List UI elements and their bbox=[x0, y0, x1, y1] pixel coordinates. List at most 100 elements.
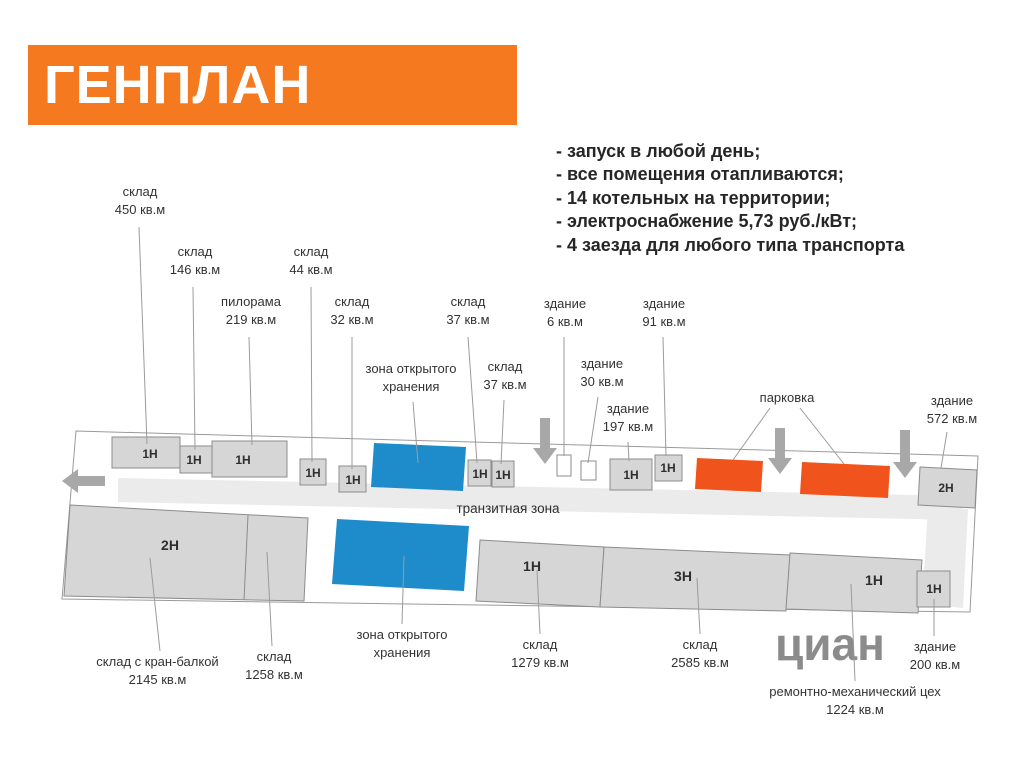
label-name: склад bbox=[256, 649, 292, 664]
building-572 bbox=[917, 466, 978, 509]
label-zdanie-197: здание 197 кв.м bbox=[583, 400, 673, 436]
unit-code: 1Н bbox=[865, 572, 883, 588]
leader-line bbox=[662, 336, 667, 457]
leader-line bbox=[248, 336, 253, 446]
building-sklad-146 bbox=[179, 445, 213, 474]
building-sklad-37b bbox=[491, 460, 515, 488]
leader-line bbox=[850, 583, 856, 682]
leader-line bbox=[266, 551, 273, 647]
unit-code: 1Н bbox=[235, 453, 250, 467]
unit-code: 2Н bbox=[938, 481, 953, 495]
label-area: 6 кв.м bbox=[547, 314, 583, 330]
label-pilorama-219: пилорама 219 кв.м bbox=[203, 293, 299, 329]
label-zdanie-6: здание 6 кв.м bbox=[520, 295, 610, 331]
label-name: склад с кран-балкой bbox=[96, 654, 219, 669]
leader-line bbox=[587, 396, 599, 464]
label-zdanie-30: здание 30 кв.м bbox=[557, 355, 647, 391]
leader-line bbox=[401, 555, 405, 625]
label-sklad-44: склад 44 кв.м bbox=[266, 243, 356, 279]
label-open-storage-bottom: зона открытого хранения bbox=[343, 626, 461, 662]
unit-code: 1Н bbox=[472, 467, 487, 481]
leader-line bbox=[799, 407, 845, 465]
leader-line bbox=[536, 569, 541, 635]
label-name: склад bbox=[177, 244, 213, 259]
label-area: 572 кв.м bbox=[926, 411, 978, 427]
label-area: 450 кв.м bbox=[114, 202, 166, 218]
building-sklad-32 bbox=[338, 465, 367, 493]
unit-code: 1Н bbox=[926, 582, 941, 596]
label-area: 146 кв.м bbox=[169, 262, 221, 278]
parking-area-2 bbox=[800, 462, 890, 498]
transit-zone bbox=[118, 478, 962, 520]
open-storage-zone-top bbox=[371, 443, 466, 491]
features-list: - запуск в любой день; - все помещения о… bbox=[556, 140, 904, 257]
label-sklad-37a: склад 37 кв.м bbox=[423, 293, 513, 329]
label-rmc-1224: ремонтно-механический цех 1224 кв.м bbox=[740, 683, 970, 719]
building-pilorama-219 bbox=[211, 440, 288, 478]
label-sklad-37b: склад 37 кв.м bbox=[460, 358, 550, 394]
building-sklad-2145-1258 bbox=[63, 504, 309, 602]
label-area: 37 кв.м bbox=[446, 312, 490, 328]
label-name: зона открытого bbox=[356, 627, 448, 642]
leader-line bbox=[138, 226, 148, 445]
label-sklad-146: склад 146 кв.м bbox=[150, 243, 240, 279]
leader-line bbox=[192, 286, 196, 451]
label-sklad-32: склад 32 кв.м bbox=[307, 293, 397, 329]
leader-line bbox=[696, 577, 701, 635]
unit-code: 1Н bbox=[623, 468, 638, 482]
page-title: ГЕНПЛАН bbox=[44, 55, 312, 115]
unit-code: 3Н bbox=[674, 568, 692, 584]
label-name: склад bbox=[293, 244, 329, 259]
label-name: склад bbox=[450, 294, 486, 309]
label-sklad-1279: склад 1279 кв.м bbox=[495, 636, 585, 672]
label-name: склад bbox=[522, 637, 558, 652]
label-area: 30 кв.м bbox=[580, 374, 624, 390]
building-sklad-2585 bbox=[599, 546, 791, 612]
parking-area-1 bbox=[695, 458, 763, 492]
label-area: 44 кв.м bbox=[289, 262, 333, 278]
title-banner: ГЕНПЛАН bbox=[28, 45, 517, 125]
feature-item: - все помещения отапливаются; bbox=[556, 164, 844, 185]
feature-item: - электроснабжение 5,73 руб./кВт; bbox=[556, 211, 858, 232]
building-sklad-37a bbox=[467, 459, 492, 487]
label-name: здание bbox=[580, 356, 624, 371]
label-area: 37 кв.м bbox=[483, 377, 527, 393]
leader-line bbox=[500, 399, 505, 465]
unit-code: 1Н bbox=[660, 461, 675, 475]
label-area: хранения bbox=[373, 645, 431, 661]
label-area: 197 кв.м bbox=[602, 419, 654, 435]
label-name: склад bbox=[682, 637, 718, 652]
label-area: 32 кв.м bbox=[330, 312, 374, 328]
unit-code: 1Н bbox=[523, 558, 541, 574]
label-name: ремонтно-механический цех bbox=[769, 684, 941, 699]
unit-code: 1Н bbox=[495, 468, 510, 482]
building-30 bbox=[580, 460, 597, 481]
feature-item: - запуск в любой день; bbox=[556, 141, 761, 161]
transit-zone-label: транзитная зона bbox=[456, 501, 560, 516]
label-area: 219 кв.м bbox=[225, 312, 277, 328]
label-name: склад bbox=[122, 184, 158, 199]
label-name: здание bbox=[913, 639, 957, 654]
label-parking: парковка bbox=[737, 389, 837, 407]
building-6 bbox=[556, 454, 572, 477]
building-197 bbox=[609, 458, 653, 491]
leader-line bbox=[627, 441, 630, 462]
label-area: 91 кв.м bbox=[642, 314, 686, 330]
building-sklad-450 bbox=[111, 436, 181, 469]
label-name: здание bbox=[930, 393, 974, 408]
building-rmc-1224 bbox=[785, 552, 923, 614]
label-area: хранения bbox=[382, 379, 440, 395]
unit-code: 2Н bbox=[161, 537, 179, 553]
building-sklad-44 bbox=[299, 458, 327, 486]
label-area: 2145 кв.м bbox=[128, 672, 187, 688]
label-zdanie-200: здание 200 кв.м bbox=[890, 638, 980, 674]
unit-code: 1Н bbox=[305, 466, 320, 480]
label-sklad-450: склад 450 кв.м bbox=[95, 183, 185, 219]
label-name: склад bbox=[487, 359, 523, 374]
label-area: 1224 кв.м bbox=[826, 702, 884, 718]
label-name: зона открытого bbox=[365, 361, 457, 376]
feature-item: - 14 котельных на территории; bbox=[556, 187, 831, 208]
label-sklad-kran-2145: склад с кран-балкой 2145 кв.м bbox=[60, 653, 255, 689]
